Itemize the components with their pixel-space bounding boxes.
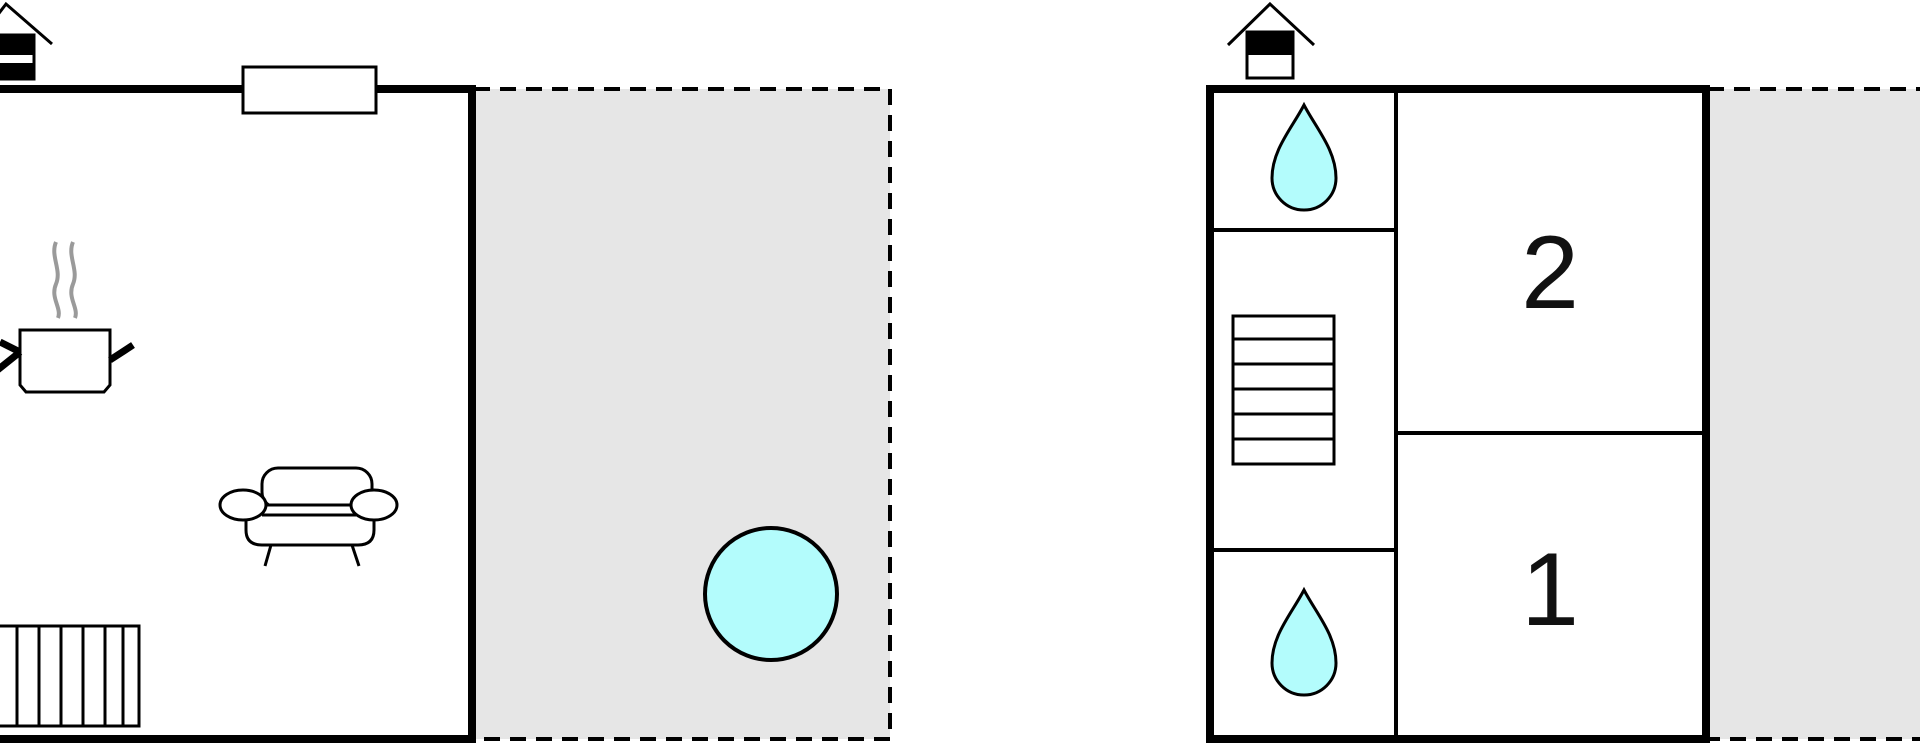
- bedroom-2-label: 2: [1521, 215, 1579, 331]
- bathroom-droplet-icon: [1270, 586, 1338, 697]
- pool-icon: [703, 526, 839, 662]
- entrance-house-icon: [1226, 1, 1316, 80]
- terrace-area: [472, 87, 892, 741]
- exterior-wall: [0, 85, 476, 743]
- window-icon: [241, 65, 378, 115]
- bathroom-droplet-icon: [1270, 101, 1338, 212]
- ground-floor-plan: [0, 1, 892, 743]
- entrance-house-icon: [0, 1, 53, 81]
- staircase-icon: [1231, 314, 1336, 466]
- outdoor-area: [1706, 87, 1920, 741]
- upper-floor-plan: 2 1: [1206, 1, 1920, 743]
- staircase-icon: [0, 624, 141, 728]
- bedroom-1-label: 1: [1521, 532, 1579, 648]
- sofa-icon: [218, 466, 399, 567]
- kitchen-pot-icon: [0, 241, 135, 394]
